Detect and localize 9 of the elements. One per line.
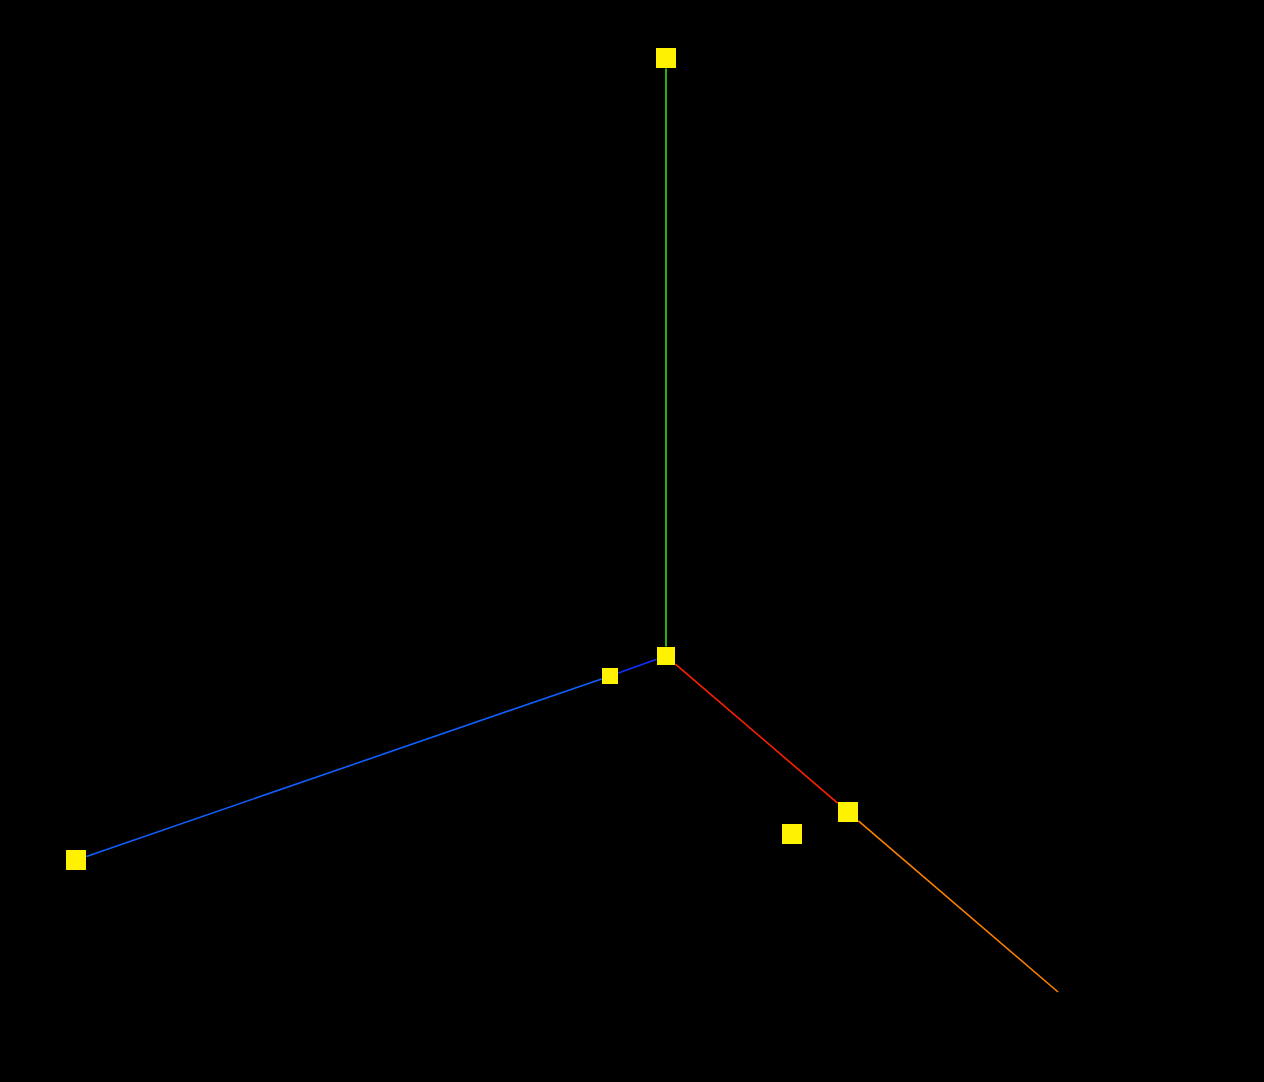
axis-line [674, 663, 839, 804]
marker-square [656, 48, 676, 68]
marker-square [838, 802, 858, 822]
axis-line [85, 678, 603, 858]
marker-square [782, 824, 802, 844]
axis-line [665, 67, 667, 648]
axis-line [857, 820, 1059, 993]
axis-line [617, 658, 658, 674]
marker-square [66, 850, 86, 870]
